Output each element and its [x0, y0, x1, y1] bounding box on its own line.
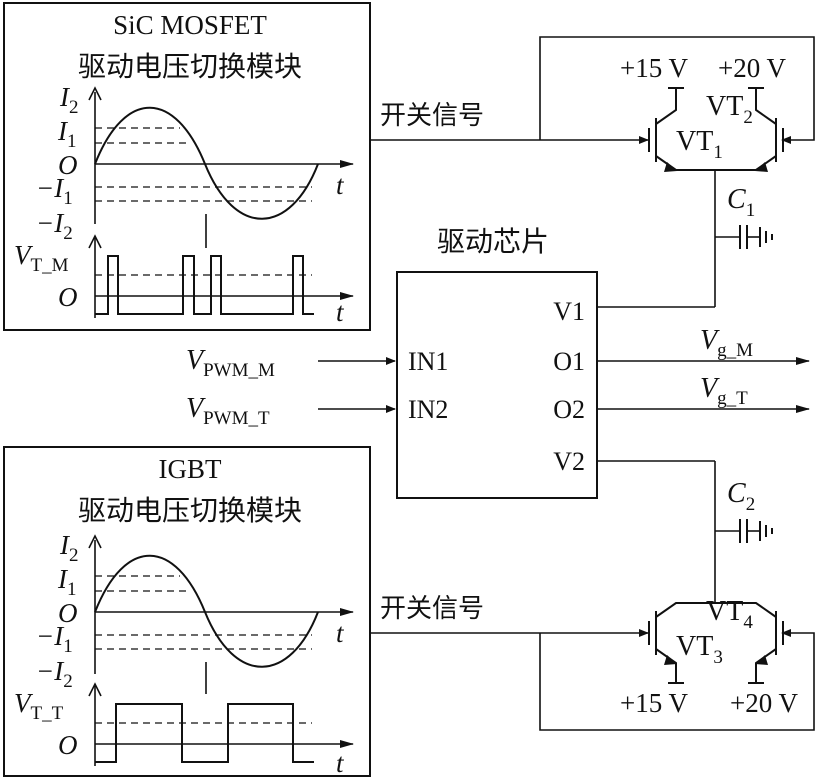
c1-capacitor	[715, 225, 773, 249]
sic-pulse-t: t	[336, 297, 345, 327]
c2-label: C2	[727, 478, 755, 515]
pin-in2: IN2	[408, 395, 448, 424]
vt4-label: VT4	[706, 596, 753, 633]
igbt-module-frame	[3, 446, 371, 777]
igbt-label-t: t	[336, 618, 345, 648]
top-switch-signal-label: 开关信号	[380, 101, 484, 131]
driver-chip-box	[396, 271, 598, 499]
vg-t-label: Vg_T	[700, 373, 748, 409]
igbt-pulse-label: VT_T	[14, 688, 64, 724]
igbt-module-title: IGBT	[159, 454, 222, 484]
igbt-pulse-train	[95, 703, 314, 763]
igbt-sine-y-arrow	[88, 534, 102, 549]
vt1-label: VT1	[676, 126, 723, 163]
igbt-module: IGBT 驱动电压切换模块 I2 I1 O −I1 −I2 t VT_T O t	[3, 446, 371, 778]
sic-module-frame	[3, 2, 371, 331]
vt2-label: VT2	[706, 91, 753, 128]
sic-module-subtitle: 驱动电压切换模块	[78, 50, 302, 83]
c2-capacitor	[715, 519, 773, 543]
igbt-module-subtitle: 驱动电压切换模块	[78, 494, 302, 527]
igbt-label-neg-i1: −I1	[36, 621, 73, 657]
vg-m-label: Vg_M	[700, 325, 753, 361]
bottom-switch-pair: 开关信号 +15 V +20 V VT3 VT4	[370, 460, 815, 731]
sic-label-i2: I2	[59, 82, 79, 118]
sic-pulse-train	[95, 255, 314, 315]
igbt-sine-wave	[94, 554, 319, 668]
top-supply-20: +20 V	[718, 53, 786, 83]
vt3-transistor	[648, 602, 715, 683]
sic-label-origin: O	[58, 150, 78, 180]
pin-o1: O1	[553, 347, 585, 376]
vt2-transistor	[715, 88, 784, 172]
top-switch-pair: 开关信号 +15 V +20 V VT1 VT2	[370, 36, 815, 308]
pin-o2: O2	[553, 395, 585, 424]
top-feedback-wire	[539, 36, 815, 144]
pwm-t-label: VPWM_T	[186, 393, 270, 429]
sic-label-neg-i2: −I2	[36, 208, 73, 244]
igbt-label-neg-i2: −I2	[36, 656, 73, 692]
sic-sine-y-arrow	[88, 86, 102, 101]
sic-pulse-origin: O	[58, 282, 78, 312]
driver-chip-title: 驱动芯片	[437, 225, 549, 258]
vt3-label: VT3	[676, 631, 723, 668]
igbt-pulse-t: t	[336, 748, 345, 778]
vt4-transistor	[715, 602, 784, 683]
top-supply-15: +15 V	[620, 53, 688, 83]
pin-v2: V2	[553, 447, 585, 476]
sic-sine-wave	[94, 106, 319, 220]
bottom-switch-signal-label: 开关信号	[380, 594, 484, 624]
igbt-pulse-y-arrow	[88, 682, 102, 697]
sic-label-t: t	[336, 170, 345, 200]
sic-module: SiC MOSFET 驱动电压切换模块 I2 I1 O −I1 −I2 t VT…	[3, 2, 371, 331]
vt1-transistor	[648, 88, 715, 172]
bottom-supply-15: +15 V	[620, 688, 688, 718]
pwm-m-label: VPWM_M	[186, 345, 275, 381]
igbt-pulse-origin: O	[58, 730, 78, 760]
sic-pulse-y-arrow	[88, 234, 102, 249]
igbt-label-origin: O	[58, 598, 78, 628]
pin-v1: V1	[553, 297, 585, 326]
igbt-label-i2: I2	[59, 530, 79, 566]
bottom-feedback-wire	[539, 629, 815, 731]
pin-in1: IN1	[408, 347, 448, 376]
bottom-supply-20: +20 V	[730, 688, 798, 718]
sic-pulse-label: VT_M	[14, 240, 69, 276]
sic-module-title: SiC MOSFET	[113, 10, 267, 40]
igbt-label-i1: I1	[57, 564, 77, 600]
c1-label: C1	[727, 184, 755, 221]
driver-chip: 驱动芯片 IN1 IN2 V1 O1 O2 V2	[396, 225, 598, 499]
sic-label-neg-i1: −I1	[36, 173, 73, 209]
sic-label-i1: I1	[57, 116, 77, 152]
